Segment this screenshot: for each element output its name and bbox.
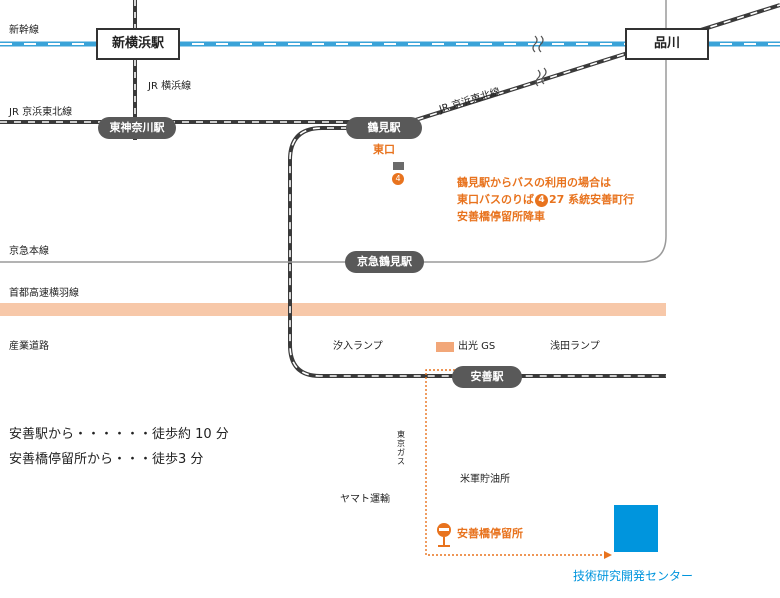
bus-info-line-2-suffix: 27 系統安善町行 bbox=[549, 193, 635, 206]
bus-stop-marker bbox=[393, 162, 404, 170]
label-yamato: ヤマト運輸 bbox=[340, 494, 390, 505]
walking-time-from-stop: 安善橋停留所から・・・徒歩3 分 bbox=[9, 452, 204, 467]
idemitsu-gs-swatch bbox=[436, 342, 454, 352]
walking-time-from-station: 安善駅から・・・・・・徒歩約 10 分 bbox=[9, 427, 229, 442]
tsurumi-line bbox=[288, 126, 666, 378]
label-anzenbashi-stop: 安善橋停留所 bbox=[457, 527, 523, 540]
station-higashi-kanagawa: 東神奈川駅 bbox=[98, 117, 176, 139]
label-keikyu-main-line: 京急本線 bbox=[9, 246, 49, 257]
label-shuto-expressway: 首都高速横羽線 bbox=[9, 288, 79, 299]
label-shinkansen: 新幹線 bbox=[9, 25, 39, 36]
keikyu-main-line bbox=[0, 0, 667, 263]
label-usarmy-oil-depot: 米軍貯油所 bbox=[460, 474, 510, 485]
line-break-marks bbox=[532, 35, 547, 87]
bus-info-line-3: 安善橋停留所降車 bbox=[457, 210, 545, 223]
tech-center-building bbox=[614, 505, 658, 552]
station-tsurumi: 鶴見駅 bbox=[346, 117, 422, 139]
label-tokyo-gas: 東京ガス bbox=[397, 430, 405, 466]
tsurumi-line-dash bbox=[289, 127, 666, 377]
station-keikyu-tsurumi: 京急鶴見駅 bbox=[345, 251, 424, 273]
bus-stop-number-badge: 4 bbox=[392, 173, 404, 185]
walking-route bbox=[425, 369, 608, 556]
bus-info-line-2-prefix: 東口バスのりば bbox=[457, 193, 534, 206]
bus-info-line-1: 鶴見駅からバスの利用の場合は bbox=[457, 176, 611, 189]
route-arrow-head bbox=[604, 551, 612, 559]
label-asada-ramp: 浅田ランプ bbox=[550, 341, 600, 352]
station-shin-yokohama: 新横浜駅 bbox=[96, 28, 180, 60]
station-shinagawa: 品川 bbox=[625, 28, 709, 60]
shuto-expressway-band bbox=[0, 303, 666, 316]
label-jr-yokohama: JR 横浜線 bbox=[148, 81, 192, 92]
label-idemitsu-gs: 出光 GS bbox=[458, 341, 496, 352]
label-tech-center: 技術研究開発センター bbox=[573, 569, 694, 583]
label-jr-keihin-tohoku-left: JR 京浜東北線 bbox=[9, 107, 73, 118]
bus-info-platform-number: 4 bbox=[535, 194, 548, 207]
station-anzen: 安善駅 bbox=[452, 366, 522, 388]
label-shioiri-ramp: 汐入ランプ bbox=[333, 341, 383, 352]
jr-keihin-tohoku-line-diagonal-dash bbox=[389, 4, 780, 129]
label-sangyo-road: 産業道路 bbox=[9, 341, 49, 352]
bus-stop-sign-icon bbox=[437, 523, 451, 547]
label-east-exit: 東口 bbox=[373, 143, 395, 156]
